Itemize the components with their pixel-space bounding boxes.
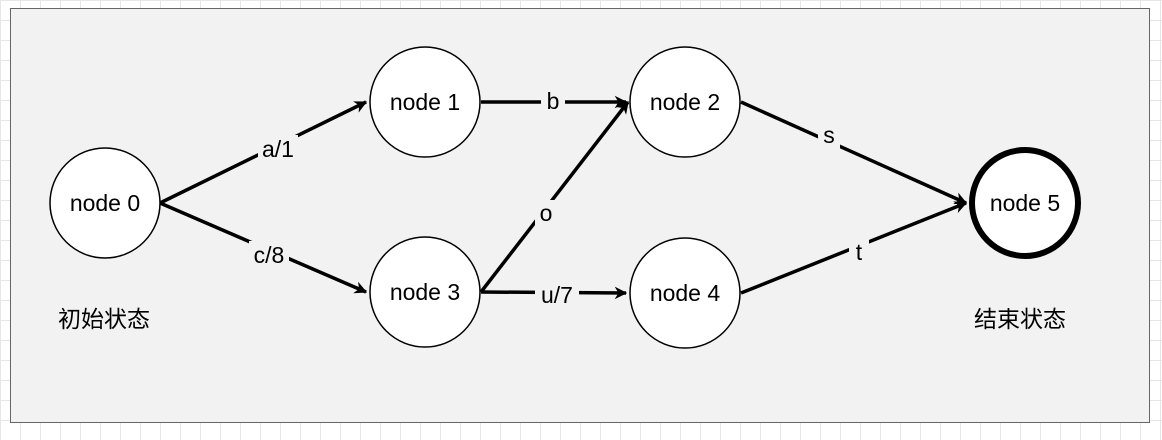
- final-state-caption: 结束状态: [974, 306, 1066, 332]
- node-0-circle: [49, 147, 161, 259]
- node-5: node 5: [969, 147, 1081, 259]
- initial-state-caption: 初始状态: [58, 306, 150, 332]
- node-2-circle: [629, 46, 741, 158]
- node-3-circle: [369, 236, 481, 348]
- edge-label-bg: [535, 200, 557, 226]
- edge-label-bg: [249, 241, 289, 269]
- node-1-circle: [369, 46, 481, 158]
- node-2-label: node 2: [650, 89, 720, 115]
- node-0-label: node 0: [70, 190, 140, 216]
- edge-label-bg: [818, 124, 840, 150]
- node-4-circle: [629, 237, 741, 349]
- edge-label-n1-n2: b: [547, 88, 560, 114]
- edge-n2-n5-line: [740, 100, 968, 205]
- node-3: node 3: [369, 236, 481, 348]
- node-2: node 2: [629, 46, 741, 158]
- node-5-circle: [969, 147, 1081, 259]
- edge-n3-n2-line: [479, 100, 630, 294]
- edge-label-n2-n5: s: [823, 122, 835, 148]
- node-5-label: node 5: [990, 190, 1060, 216]
- edge-n3-n2: [479, 100, 630, 294]
- edge-label-n0-n1: a/1: [262, 136, 294, 162]
- edge-label-n3-n2: o: [540, 200, 553, 226]
- diagram-canvas: [10, 8, 1150, 423]
- edge-n2-n5: [740, 100, 968, 205]
- node-4: node 4: [629, 237, 741, 349]
- node-1-label: node 1: [390, 89, 460, 115]
- node-4-label: node 4: [650, 280, 721, 306]
- edge-label-n3-n4: u/7: [541, 282, 573, 308]
- edge-label-bg: [535, 281, 579, 309]
- edge-label-bg: [258, 135, 298, 161]
- node-3-label: node 3: [390, 279, 460, 305]
- edge-label-n4-n5: t: [856, 239, 863, 265]
- node-1: node 1: [369, 46, 481, 158]
- edge-label-n0-n3: c/8: [254, 242, 285, 268]
- node-0: node 0: [49, 147, 161, 259]
- edge-label-bg: [541, 88, 565, 116]
- edge-label-bg: [849, 238, 869, 266]
